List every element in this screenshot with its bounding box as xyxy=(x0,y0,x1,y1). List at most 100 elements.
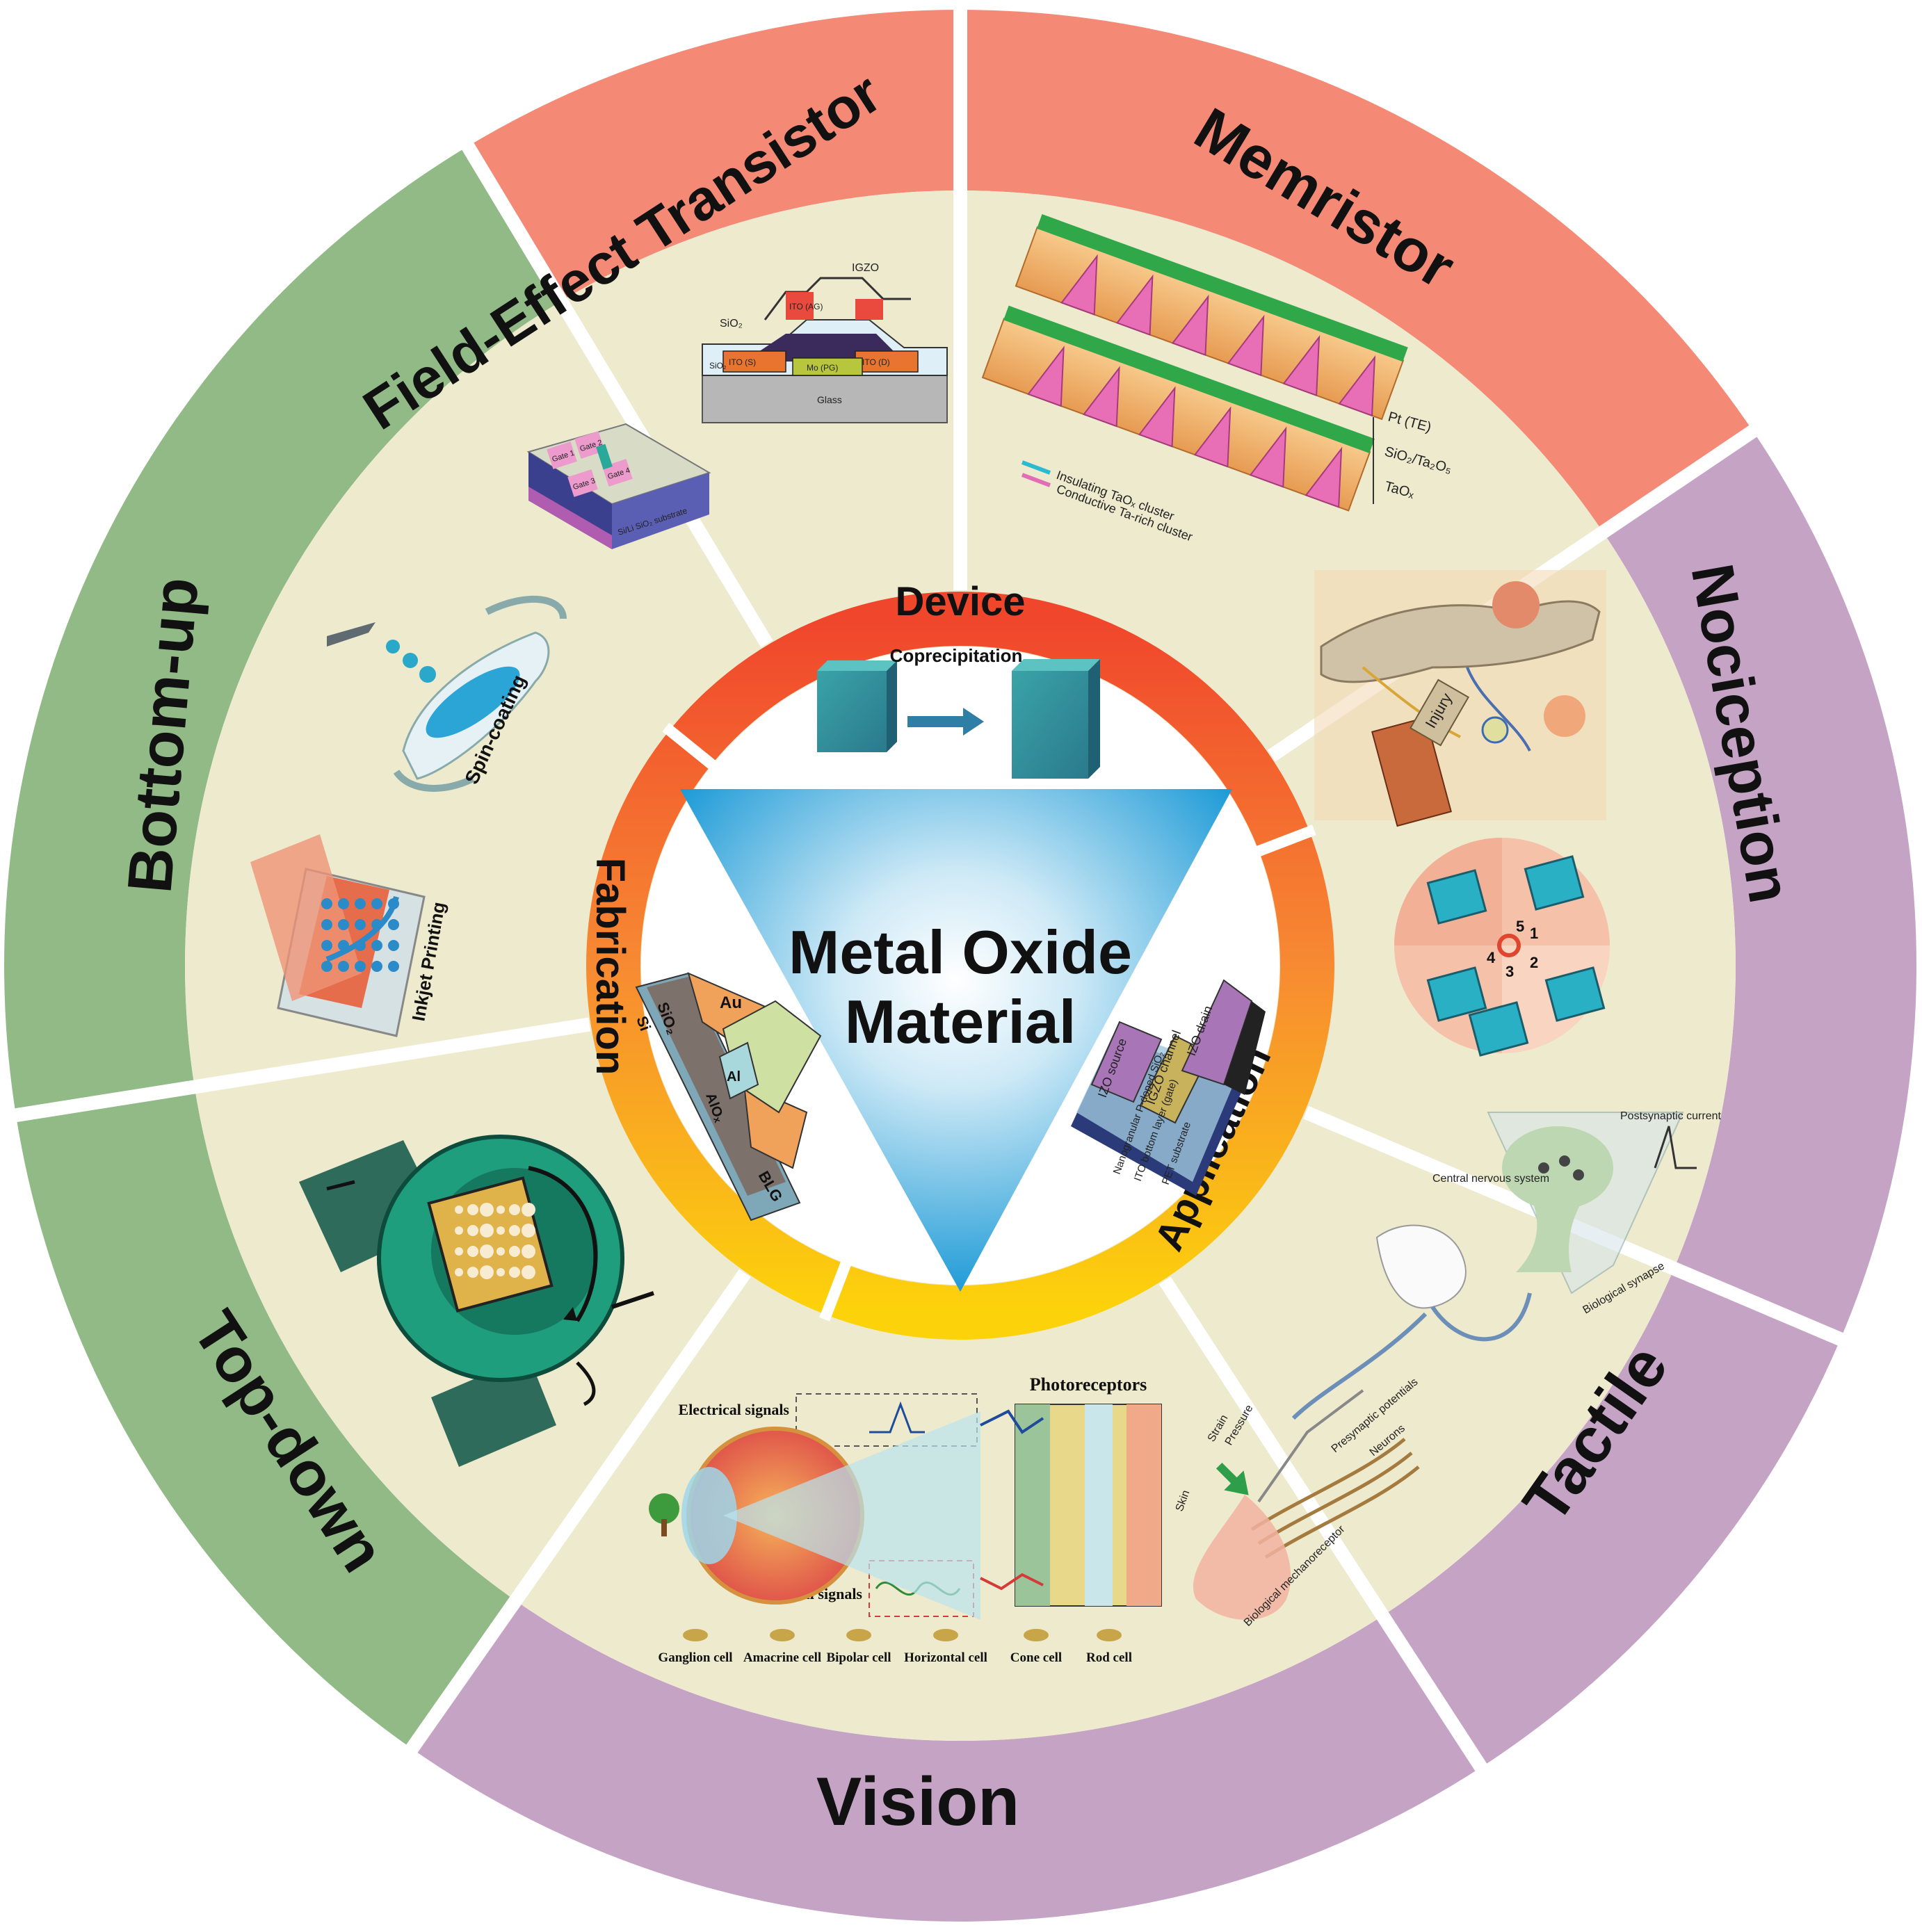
nociception-chip xyxy=(1544,966,1606,1022)
powder-particle xyxy=(455,1247,463,1256)
memristor-filament xyxy=(1193,406,1231,468)
memristor-filament xyxy=(1282,334,1321,397)
powder-particle xyxy=(496,1226,505,1235)
noci-num-2: 2 xyxy=(1530,954,1538,971)
nociception-chip xyxy=(1426,869,1487,925)
ink-droplet xyxy=(338,919,349,930)
memristor-outer-sector xyxy=(960,10,1753,533)
cell-glyph xyxy=(1024,1629,1049,1641)
ink-droplet xyxy=(371,898,382,909)
vision-cell-label: Amacrine cell xyxy=(743,1650,821,1665)
vision-cell-label: Rod cell xyxy=(1086,1650,1132,1665)
vision-cell-label: Bipolar cell xyxy=(826,1650,891,1665)
powder-particle xyxy=(509,1267,520,1278)
powder-particle xyxy=(522,1244,535,1258)
center-title-line1: Metal Oxide xyxy=(789,918,1132,987)
center-title-line2: Material xyxy=(845,987,1076,1056)
powder-particle xyxy=(522,1265,535,1279)
ink-droplet xyxy=(388,940,399,951)
cell-glyph xyxy=(846,1629,871,1641)
vision-photoreceptors-label: Photoreceptors xyxy=(1030,1374,1147,1395)
bottomup-outer-sector xyxy=(3,146,561,1116)
coprecipitation-illustration xyxy=(817,659,1100,779)
powder-particle xyxy=(467,1225,478,1236)
fet-layer-stack-illustration: IGZO SiO₂ ITO (AG) ITO (S) ITO (D) Mo (P… xyxy=(702,262,948,423)
ring-separator xyxy=(1253,825,1316,858)
application-device-illustration: IZO drain IZO source IGZO channel Nanogr… xyxy=(1071,979,1266,1196)
noci-num-5: 5 xyxy=(1516,918,1524,935)
ink-droplet xyxy=(371,940,382,951)
cell-glyph xyxy=(933,1629,958,1641)
sector-separator xyxy=(4,1017,591,1124)
powder-particle xyxy=(480,1265,494,1279)
memristor-filament xyxy=(1305,446,1343,508)
powder-particle xyxy=(509,1246,520,1257)
ink-droplet xyxy=(355,961,366,972)
noci-num-1: 1 xyxy=(1530,925,1538,942)
powder-particle xyxy=(455,1268,463,1276)
powder-particle xyxy=(509,1225,520,1236)
memristor-filament xyxy=(1027,346,1065,407)
inner-ring-separators xyxy=(662,722,1316,1322)
vision-cell-label: Cone cell xyxy=(1010,1650,1062,1665)
fet-igzo-label: IGZO xyxy=(852,262,879,274)
powder-particle xyxy=(455,1226,463,1235)
ink-droplet xyxy=(321,940,332,951)
ink-droplet xyxy=(338,961,349,972)
memristor-filament xyxy=(1227,314,1265,377)
memristor-filament xyxy=(1138,386,1176,448)
fet-ito-ag-label: ITO (AG) xyxy=(789,302,823,311)
sector-separator xyxy=(1158,1276,1493,1780)
ink-droplet xyxy=(321,919,332,930)
cell-glyph xyxy=(1097,1629,1122,1641)
fet-gate-block-illustration: Gate 1 Gate 2 Gate 3 Gate 4 Si/Li SiO₂ s… xyxy=(526,423,711,549)
memristor-filaments xyxy=(1027,254,1376,508)
nociception-chip xyxy=(1468,1001,1529,1057)
powder-particle xyxy=(480,1203,494,1217)
powder-particle xyxy=(480,1224,494,1237)
tactile-illustration: Postsynaptic current Central nervous sys… xyxy=(1174,1110,1722,1629)
memristor-filament xyxy=(1338,355,1376,417)
memristor-filament xyxy=(1083,366,1120,428)
fet-outer-sector xyxy=(467,10,960,302)
ink-droplet xyxy=(371,961,382,972)
memristor-filament xyxy=(1249,426,1287,488)
tactile-post-label: Postsynaptic current xyxy=(1620,1110,1722,1122)
nociception-device-chips xyxy=(1426,855,1606,1057)
fabrication-device-illustration: Au Si SiO₂ Al AlOₓ BLG xyxy=(633,972,822,1221)
fet-sio2b-label: SiO₂ xyxy=(709,361,727,371)
sector-separator xyxy=(456,133,773,648)
vision-illustration: Electrical signals Optical signals Photo… xyxy=(649,1374,1162,1665)
nociception-outer-sector xyxy=(1603,431,1916,1340)
top-down-mill-illustration xyxy=(299,1135,654,1467)
fet-glass-label: Glass xyxy=(817,394,842,405)
powder-particle xyxy=(480,1244,494,1258)
powder-particle xyxy=(496,1268,505,1276)
inkjet-printing-illustration: Inkjet Printing xyxy=(250,834,449,1037)
ink-droplet xyxy=(321,961,332,972)
vision-sector-label: Vision xyxy=(816,1763,1019,1840)
tactile-outer-sector xyxy=(1382,1268,1841,1768)
noci-num-3: 3 xyxy=(1505,963,1514,980)
ink-droplet xyxy=(388,961,399,972)
coprecipitation-label: Coprecipitation xyxy=(890,645,1023,666)
vision-cell-label: Horizontal cell xyxy=(904,1650,987,1665)
cell-glyph xyxy=(770,1629,795,1641)
noci-num-4: 4 xyxy=(1487,949,1496,966)
powder-particle xyxy=(522,1203,535,1217)
powder-particle xyxy=(455,1206,463,1214)
memristor-filament xyxy=(1115,274,1154,336)
powder-particle xyxy=(467,1204,478,1215)
fab-au-label: Au xyxy=(720,993,742,1012)
ink-droplet xyxy=(338,898,349,909)
topdown-outer-sector xyxy=(15,1087,516,1749)
vision-outer-sector xyxy=(412,1600,1481,1922)
spin-coating-illustration: Spin-coating xyxy=(327,595,567,792)
powder-particle xyxy=(496,1206,505,1214)
ink-droplet xyxy=(321,898,332,909)
fab-al-label: Al xyxy=(727,1069,741,1085)
fet-mo-label: Mo (PG) xyxy=(807,363,838,373)
memristor-filament xyxy=(1060,254,1098,316)
fet-sio2-label: SiO₂ xyxy=(720,318,743,330)
powder-particle xyxy=(509,1204,520,1215)
